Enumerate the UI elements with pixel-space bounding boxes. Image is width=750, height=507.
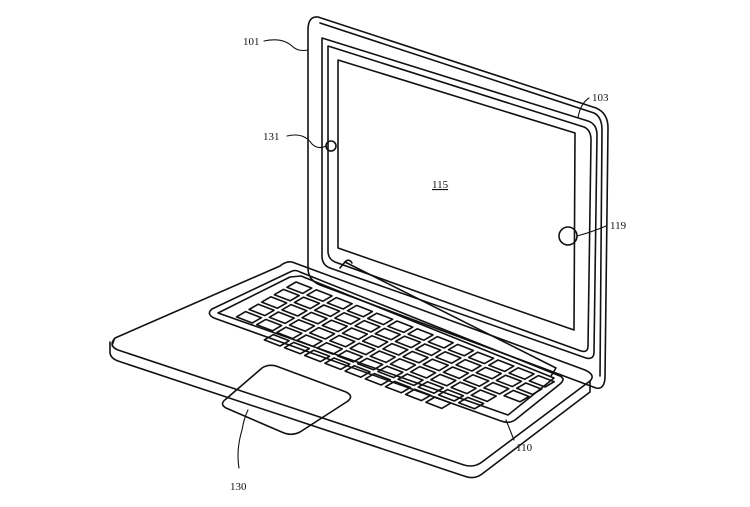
key	[329, 334, 356, 348]
key	[404, 388, 432, 402]
key	[306, 289, 333, 302]
key	[356, 357, 384, 371]
label-130: 130	[230, 481, 247, 493]
key	[387, 320, 414, 334]
key	[346, 304, 374, 318]
key	[435, 351, 462, 364]
key	[354, 319, 381, 333]
key	[447, 343, 475, 357]
key	[369, 350, 396, 364]
key	[288, 319, 316, 332]
key	[281, 303, 308, 317]
key	[483, 381, 510, 395]
key	[515, 382, 543, 396]
key	[326, 296, 353, 310]
key	[286, 281, 313, 295]
key	[467, 351, 495, 365]
key	[276, 326, 303, 340]
key	[455, 358, 482, 372]
key	[344, 365, 371, 378]
key	[402, 350, 429, 364]
label-115: 115	[432, 179, 449, 191]
key	[316, 342, 343, 355]
key	[334, 312, 361, 325]
key	[283, 341, 311, 355]
key	[260, 296, 288, 309]
key	[425, 396, 452, 410]
key	[293, 296, 321, 310]
key	[437, 388, 465, 402]
key	[475, 366, 502, 380]
key	[313, 304, 341, 318]
key	[414, 343, 442, 357]
key	[321, 319, 348, 333]
key	[495, 374, 523, 388]
display-lid	[307, 16, 609, 390]
key	[382, 342, 409, 356]
key	[361, 335, 389, 348]
key	[341, 327, 369, 341]
keyboard-keys	[235, 281, 555, 410]
key	[255, 318, 283, 332]
key	[263, 333, 290, 347]
key	[235, 310, 263, 324]
key	[422, 358, 449, 372]
key	[430, 373, 457, 387]
key	[366, 312, 394, 326]
key	[303, 349, 331, 363]
key	[349, 342, 376, 356]
key	[268, 311, 295, 325]
key	[407, 328, 434, 341]
key	[503, 389, 530, 403]
key	[409, 365, 437, 379]
key	[364, 372, 391, 386]
key	[248, 303, 275, 317]
key	[384, 380, 412, 394]
label-101: 101	[243, 36, 260, 48]
key	[488, 359, 515, 373]
label-131: 131	[263, 131, 280, 143]
key	[394, 335, 422, 349]
key	[427, 335, 454, 349]
trackpad	[221, 364, 352, 436]
key	[457, 396, 485, 410]
key	[397, 373, 424, 387]
key	[377, 365, 404, 379]
label-110: 110	[516, 442, 533, 454]
key	[389, 358, 417, 371]
key	[450, 381, 477, 395]
key	[528, 374, 555, 388]
key	[308, 326, 336, 340]
key	[273, 288, 300, 302]
key	[301, 311, 328, 325]
label-103: 103	[592, 92, 609, 104]
keyboard-base	[109, 259, 593, 479]
key	[508, 367, 535, 380]
key	[324, 357, 351, 371]
key	[374, 327, 401, 341]
label-119: 119	[610, 220, 627, 232]
key	[470, 389, 497, 403]
key	[336, 349, 364, 363]
key	[462, 374, 490, 387]
key	[442, 366, 470, 380]
display-screen	[337, 59, 576, 331]
key	[417, 381, 444, 394]
key	[296, 334, 323, 348]
